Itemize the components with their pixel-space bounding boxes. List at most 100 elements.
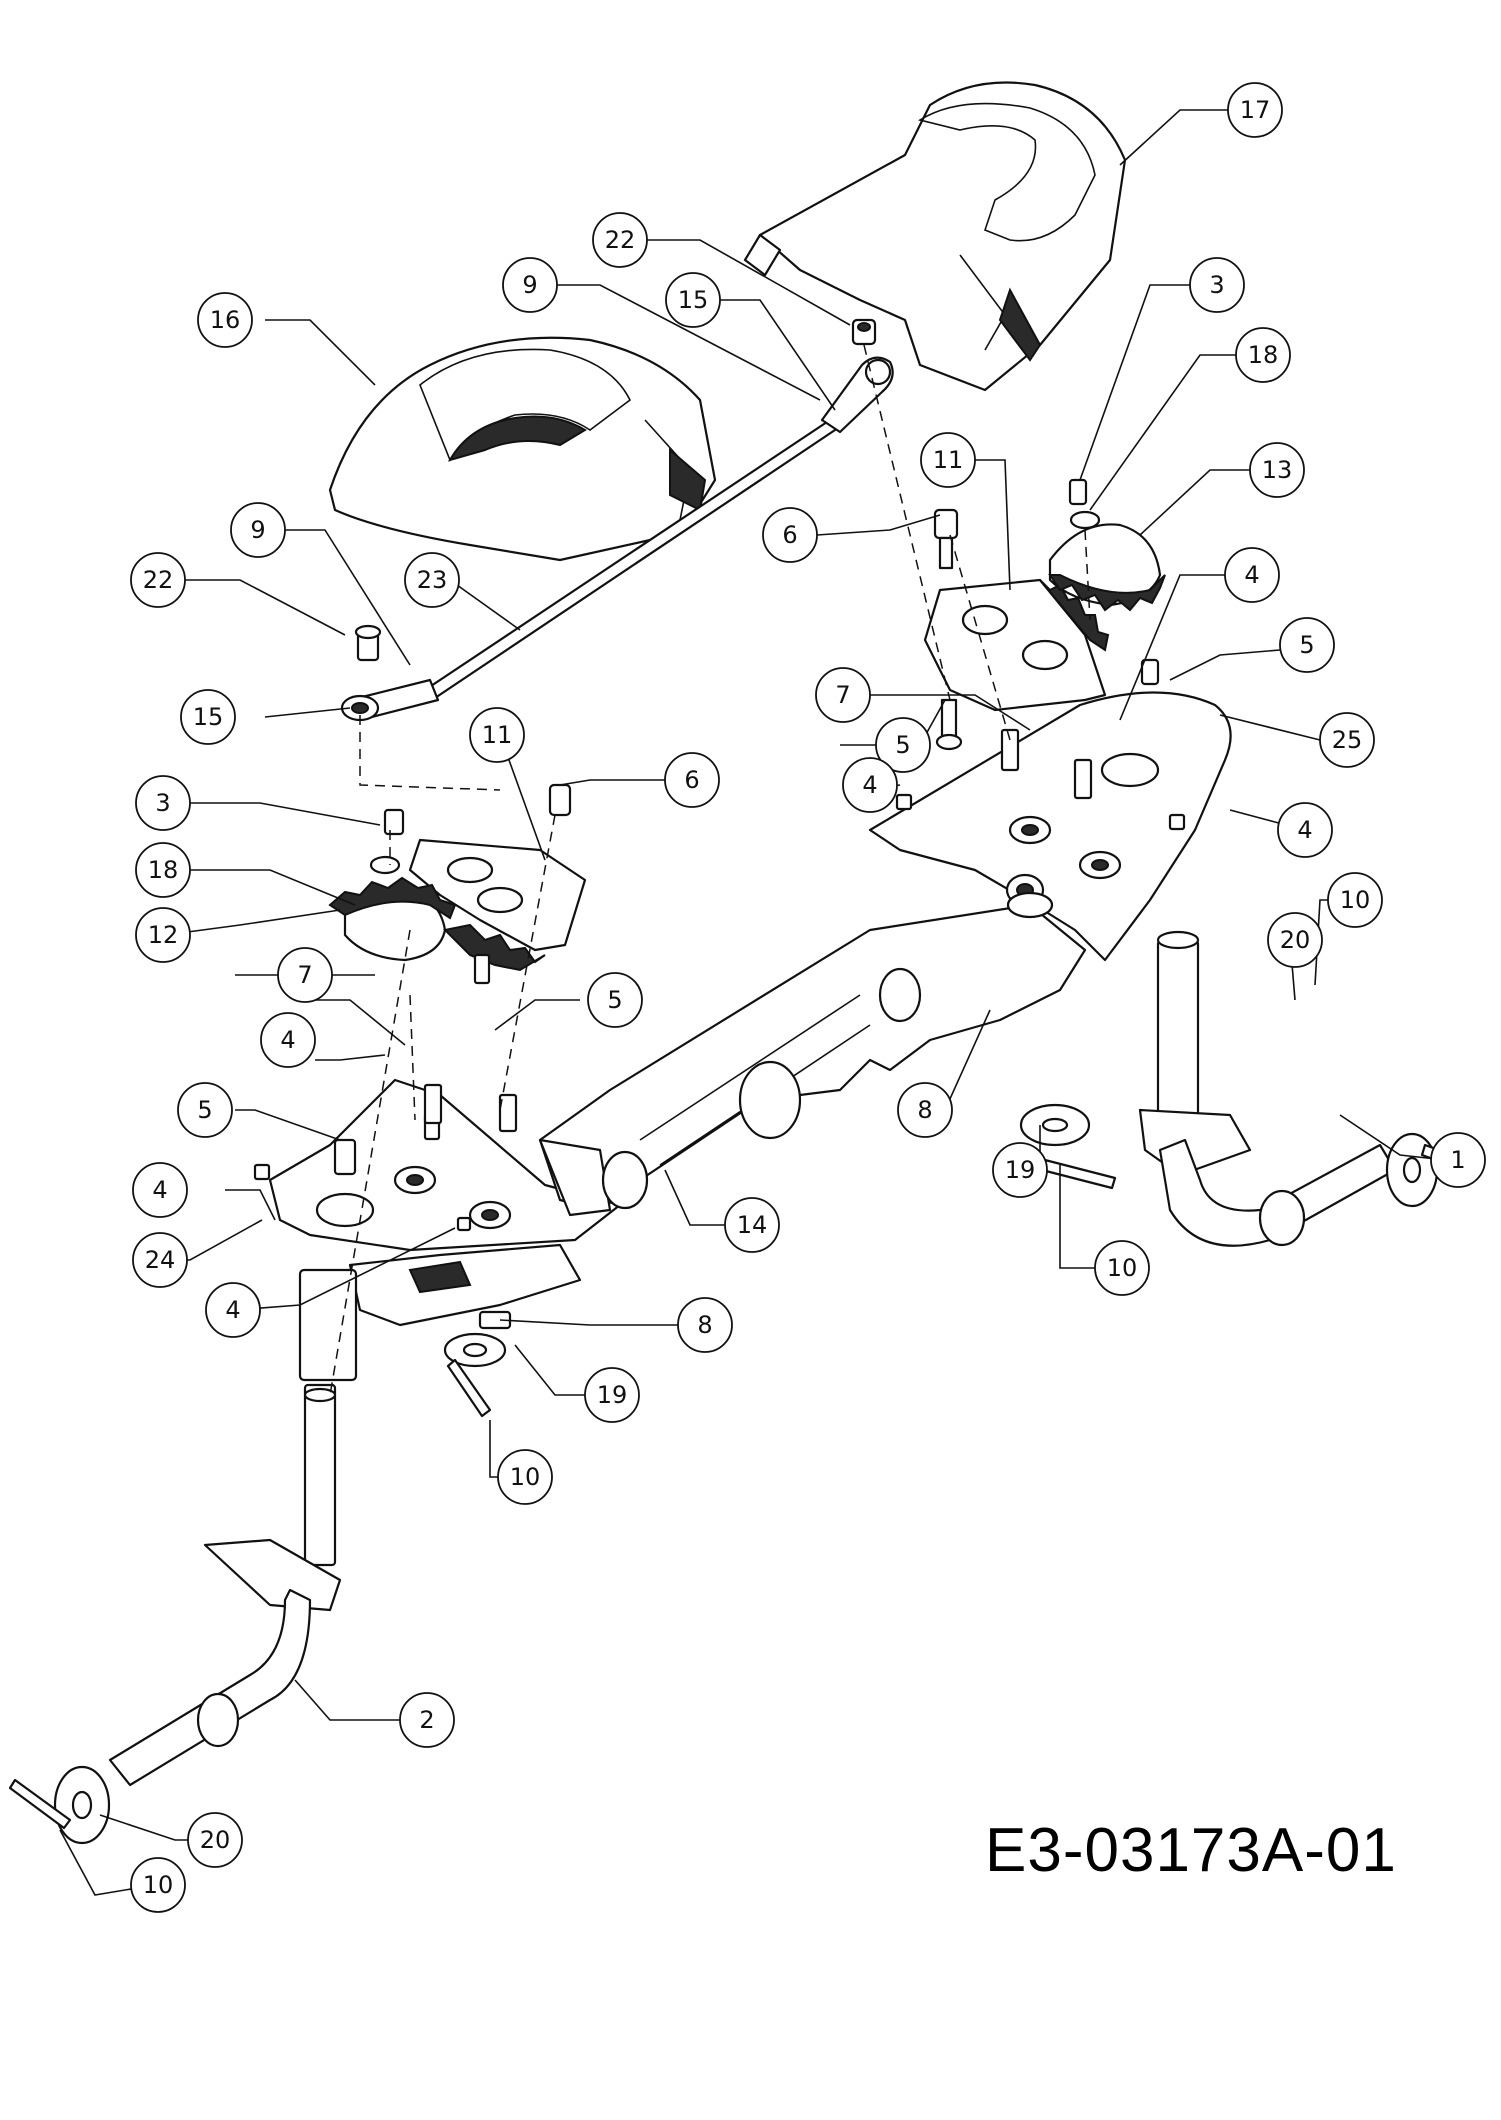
svg-text:5: 5	[895, 731, 910, 759]
svg-text:25: 25	[1332, 726, 1363, 754]
svg-text:9: 9	[522, 271, 537, 299]
svg-text:14: 14	[737, 1211, 768, 1239]
bolt-22-upper	[851, 318, 877, 346]
callout-18: 18	[135, 842, 191, 898]
callout-4: 4	[260, 1012, 316, 1068]
spindle-right-part	[1138, 930, 1397, 1247]
sector-gear-right-part	[923, 578, 1110, 712]
callout-13: 13	[1249, 442, 1305, 498]
callout-11: 11	[920, 432, 976, 488]
steering-plate-right-part	[868, 691, 1232, 962]
callout-15: 15	[180, 689, 236, 745]
svg-text:22: 22	[605, 226, 636, 254]
svg-text:2: 2	[419, 1706, 434, 1734]
svg-text:10: 10	[1340, 886, 1371, 914]
cover-left-part	[328, 336, 717, 562]
steering-plate-left-part	[268, 1078, 622, 1252]
svg-text:18: 18	[1248, 341, 1279, 369]
callout-14: 14	[724, 1197, 780, 1253]
callout-19: 19	[584, 1367, 640, 1423]
callout-1: 1	[1430, 1132, 1486, 1188]
bolts-group	[253, 478, 1186, 1330]
callout-23: 23	[404, 552, 460, 608]
svg-text:13: 13	[1262, 456, 1293, 484]
svg-text:19: 19	[597, 1381, 628, 1409]
tie-rod-part	[340, 356, 894, 722]
svg-text:4: 4	[1297, 816, 1312, 844]
callout-10: 10	[497, 1449, 553, 1505]
callout-10: 10	[130, 1857, 186, 1913]
cotter-pin-left-end	[8, 1778, 72, 1830]
callout-7: 7	[815, 667, 871, 723]
callout-7: 7	[277, 947, 333, 1003]
svg-text:10: 10	[1107, 1254, 1138, 1282]
svg-text:17: 17	[1240, 96, 1271, 124]
bolt-22-left	[354, 624, 382, 662]
cotter-pin-left-lower	[446, 1358, 492, 1418]
svg-text:6: 6	[684, 766, 699, 794]
svg-text:12: 12	[148, 921, 179, 949]
callout-5: 5	[587, 972, 643, 1028]
svg-text:3: 3	[155, 789, 170, 817]
callout-5: 5	[875, 717, 931, 773]
svg-text:22: 22	[143, 566, 174, 594]
callout-10: 10	[1094, 1240, 1150, 1296]
cover-right-part	[743, 81, 1127, 392]
callout-4: 4	[205, 1282, 261, 1338]
svg-text:5: 5	[607, 986, 622, 1014]
callout-9: 9	[502, 257, 558, 313]
callout-4: 4	[842, 757, 898, 813]
callout-5: 5	[177, 1082, 233, 1138]
callout-4: 4	[132, 1162, 188, 1218]
callout-17: 17	[1227, 82, 1283, 138]
washer-19-left	[443, 1332, 507, 1368]
svg-text:4: 4	[280, 1026, 295, 1054]
callout-2: 2	[399, 1692, 455, 1748]
svg-text:3: 3	[1209, 271, 1224, 299]
svg-text:4: 4	[225, 1296, 240, 1324]
callout-25: 25	[1319, 712, 1375, 768]
washer-20-right	[1385, 1132, 1439, 1208]
callout-18: 18	[1235, 327, 1291, 383]
svg-text:4: 4	[1244, 561, 1259, 589]
svg-text:4: 4	[152, 1176, 167, 1204]
callout-11: 11	[469, 707, 525, 763]
svg-text:10: 10	[510, 1463, 541, 1491]
callout-22: 22	[592, 212, 648, 268]
svg-text:18: 18	[148, 856, 179, 884]
svg-text:11: 11	[482, 721, 513, 749]
diagram-code-label: E3-03173A-01	[985, 1816, 1397, 1885]
svg-text:24: 24	[145, 1246, 176, 1274]
callout-4: 4	[1277, 802, 1333, 858]
svg-text:19: 19	[1005, 1156, 1036, 1184]
callout-20: 20	[1267, 912, 1323, 968]
svg-text:20: 20	[1280, 926, 1311, 954]
callout-4: 4	[1224, 547, 1280, 603]
callout-8: 8	[677, 1297, 733, 1353]
svg-text:20: 20	[200, 1826, 231, 1854]
svg-text:15: 15	[193, 703, 224, 731]
svg-text:5: 5	[197, 1096, 212, 1124]
callout-6: 6	[762, 507, 818, 563]
sector-gear-left-part	[408, 838, 587, 952]
callout-20: 20	[187, 1812, 243, 1868]
svg-text:16: 16	[210, 306, 241, 334]
callout-5: 5	[1279, 617, 1335, 673]
callout-10: 10	[1327, 872, 1383, 928]
leader-lines	[59, 109, 1446, 1896]
alignment-lines	[329, 344, 1091, 1396]
svg-text:4: 4	[862, 771, 877, 799]
callout-16: 16	[197, 292, 253, 348]
svg-text:6: 6	[782, 521, 797, 549]
callout-22: 22	[130, 552, 186, 608]
svg-text:10: 10	[143, 1871, 174, 1899]
washer-20-left	[53, 1765, 111, 1845]
callout-6: 6	[664, 752, 720, 808]
callout-15: 15	[665, 272, 721, 328]
callout-12: 12	[135, 907, 191, 963]
svg-text:8: 8	[697, 1311, 712, 1339]
svg-text:1: 1	[1450, 1146, 1465, 1174]
svg-text:9: 9	[250, 516, 265, 544]
svg-text:8: 8	[917, 1096, 932, 1124]
